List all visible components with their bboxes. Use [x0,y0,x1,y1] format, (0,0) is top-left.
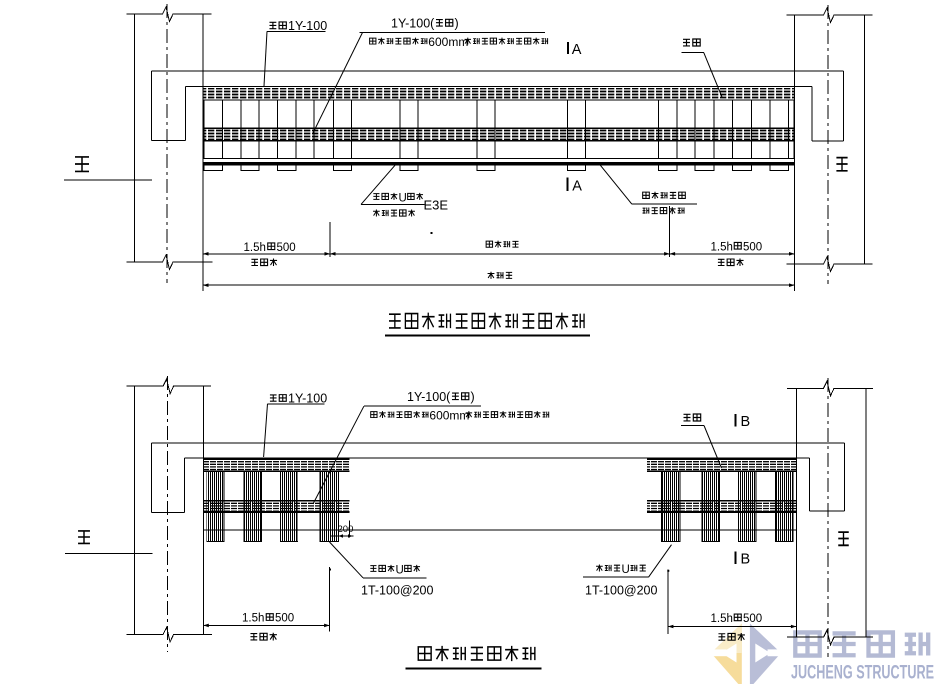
svg-text:1.5h: 1.5h [242,613,264,625]
svg-text:JUCHENG STRUCTURE: JUCHENG STRUCTURE [791,662,934,684]
svg-text:U: U [399,193,407,205]
svg-text:500: 500 [743,613,762,625]
svg-text:1Y-100: 1Y-100 [288,391,327,405]
svg-text:E3E: E3E [424,198,449,213]
svg-text:200: 200 [338,524,354,535]
svg-text:1Y-100(: 1Y-100( [391,16,435,30]
svg-text:1.5h: 1.5h [711,613,733,625]
svg-text:): ) [471,390,475,404]
svg-text:1Y-100: 1Y-100 [288,19,327,33]
svg-text:500: 500 [277,242,296,254]
svg-text:B: B [741,414,751,430]
svg-text:B: B [741,552,751,568]
svg-text:1T-100@200: 1T-100@200 [585,584,658,598]
svg-text:1.5h: 1.5h [711,242,733,254]
svg-text:U: U [622,564,630,576]
svg-text:1.5h: 1.5h [244,242,266,254]
svg-text:): ) [455,16,459,30]
svg-text:1T-100@200: 1T-100@200 [361,583,434,597]
svg-text:1Y-100(: 1Y-100( [407,390,451,404]
svg-text:A: A [572,42,582,58]
svg-text:500: 500 [275,613,294,625]
svg-text:500: 500 [743,242,762,254]
svg-text:A: A [572,178,582,194]
svg-text:600mm: 600mm [428,35,468,49]
svg-text:U: U [396,565,404,577]
svg-text:600mm: 600mm [429,408,469,422]
